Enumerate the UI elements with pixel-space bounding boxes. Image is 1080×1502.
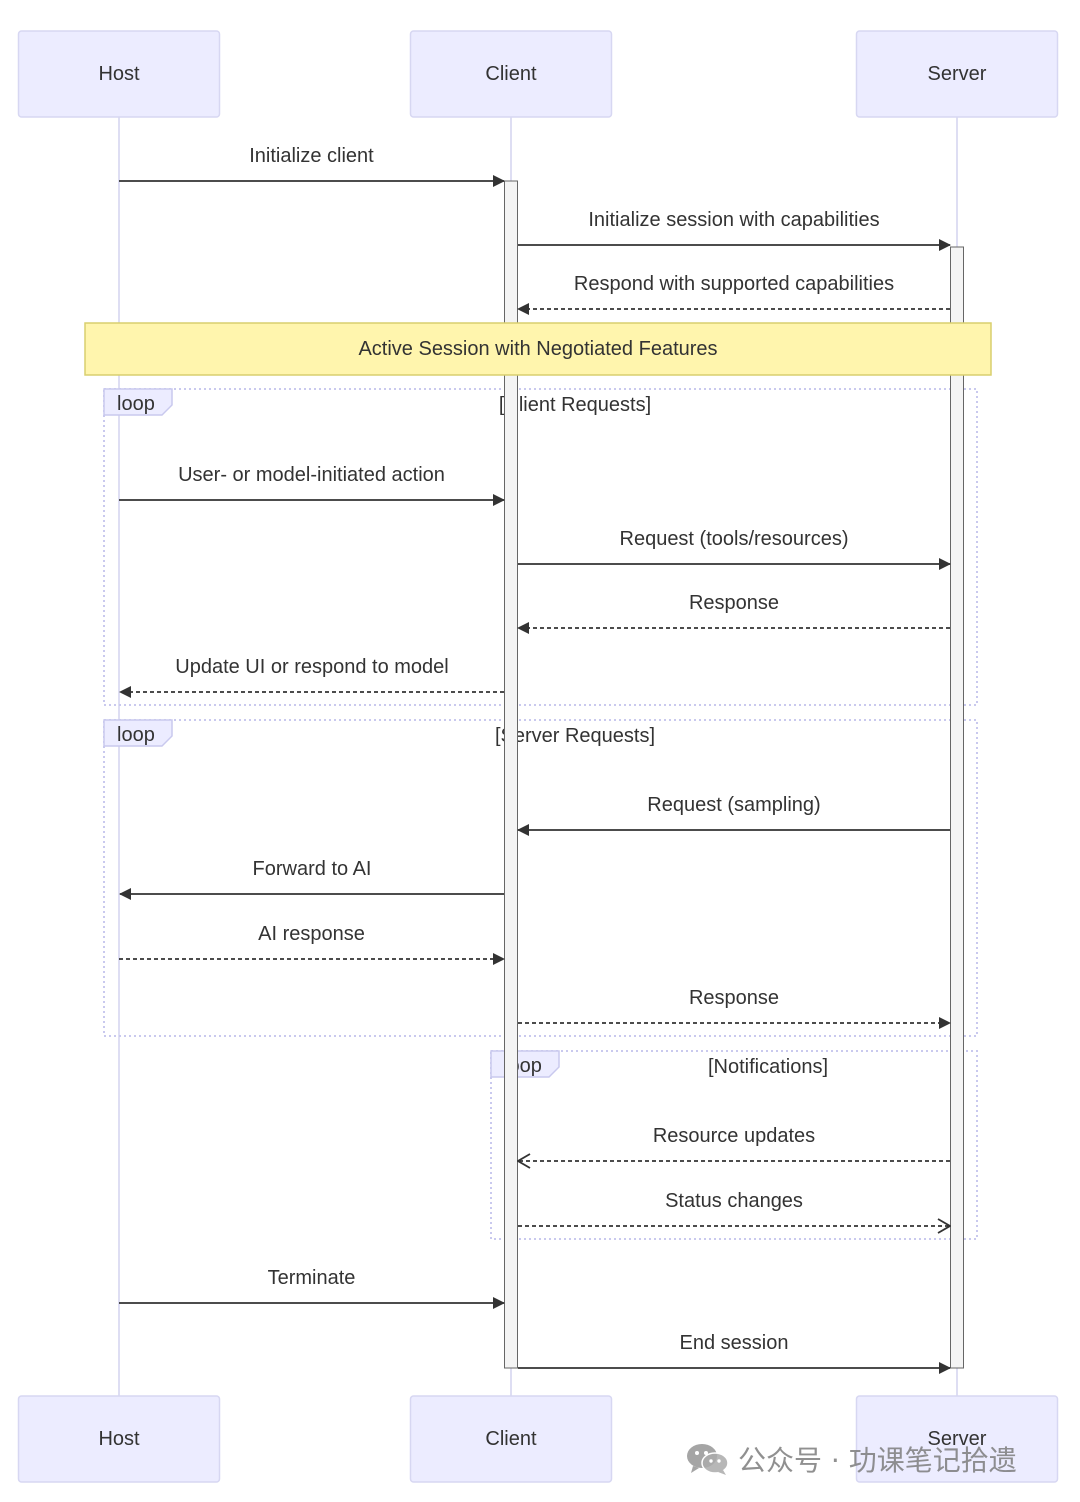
activation-bar-server <box>950 246 964 1369</box>
message-m3: Respond with supported capabilities <box>517 273 950 315</box>
actor-host-top: Host <box>17 30 221 118</box>
actor-box <box>409 30 613 118</box>
note-box <box>84 322 992 376</box>
note-active-session: Active Session with Negotiated Features <box>84 322 992 376</box>
message-m10: AI response <box>119 923 505 965</box>
actor-box <box>855 30 1059 118</box>
message-m12: Resource updates <box>518 1125 950 1161</box>
actor-label: Client <box>485 63 537 85</box>
actor-box <box>17 30 221 118</box>
message-m15: End session <box>518 1332 951 1374</box>
message-m6: Response <box>517 592 950 634</box>
message-label: Status changes <box>665 1190 803 1212</box>
actor-box <box>855 1395 1059 1483</box>
message-label: Request (tools/resources) <box>620 528 849 550</box>
message-m7: Update UI or respond to model <box>119 656 504 698</box>
actor-label: Client <box>485 1428 537 1450</box>
actor-box <box>17 1395 221 1483</box>
actor-client-top: Client <box>409 30 613 118</box>
loop-label-tab <box>103 388 173 416</box>
actor-client-bottom: Client <box>409 1395 613 1483</box>
message-m14: Terminate <box>119 1267 505 1309</box>
message-label: Initialize session with capabilities <box>588 209 879 231</box>
message-label: Response <box>689 592 779 614</box>
message-label: Terminate <box>268 1267 356 1289</box>
message-label: Update UI or respond to model <box>175 656 449 678</box>
loop-keyword: loop <box>117 724 155 746</box>
message-label: Resource updates <box>653 1125 815 1147</box>
loop-client-requests-frame: loop [Client Requests] <box>103 388 978 706</box>
message-label: Request (sampling) <box>647 794 820 816</box>
message-m8: Request (sampling) <box>517 794 950 836</box>
loop-server-requests-frame: loop [Server Requests] <box>103 719 978 1037</box>
actor-label: Host <box>98 63 140 85</box>
note-text: Active Session with Negotiated Features <box>358 338 717 360</box>
message-label: Response <box>689 987 779 1009</box>
wechat-icon <box>687 1444 729 1475</box>
message-label: AI response <box>258 923 365 945</box>
message-m2: Initialize session with capabilities <box>518 209 951 251</box>
loop-border <box>103 388 978 706</box>
loop-label-tab <box>103 719 173 747</box>
actor-box <box>409 1395 613 1483</box>
actor-label: Host <box>98 1428 140 1450</box>
loop-border <box>490 1050 978 1240</box>
loop-border <box>103 719 978 1037</box>
actor-label: Server <box>928 1428 987 1450</box>
message-label: User- or model-initiated action <box>178 464 445 486</box>
message-m1: Initialize client <box>119 145 505 187</box>
loop-condition: [Notifications] <box>708 1056 828 1078</box>
activation-bar-client <box>504 180 518 1369</box>
message-m9: Forward to AI <box>119 858 504 900</box>
actor-server-top: Server <box>855 30 1059 118</box>
message-label: Forward to AI <box>253 858 372 880</box>
loop-condition: [Server Requests] <box>495 725 655 747</box>
message-m13: Status changes <box>518 1190 950 1226</box>
message-label: Initialize client <box>249 145 374 167</box>
actor-server-bottom: Server <box>855 1395 1059 1483</box>
message-label: End session <box>680 1332 789 1354</box>
actor-label: Server <box>928 63 987 85</box>
watermark-text: 公众号 · 功课笔记拾遗 <box>738 1444 1017 1477</box>
actor-host-bottom: Host <box>17 1395 221 1483</box>
message-label: Respond with supported capabilities <box>574 273 894 295</box>
loop-keyword: loop <box>117 393 155 415</box>
loop-condition: [Client Requests] <box>499 394 651 416</box>
watermark: 公众号 · 功课笔记拾遗 <box>686 1436 1017 1482</box>
message-m4: User- or model-initiated action <box>119 464 505 506</box>
message-m5: Request (tools/resources) <box>518 528 951 570</box>
message-m11: Response <box>518 987 951 1029</box>
